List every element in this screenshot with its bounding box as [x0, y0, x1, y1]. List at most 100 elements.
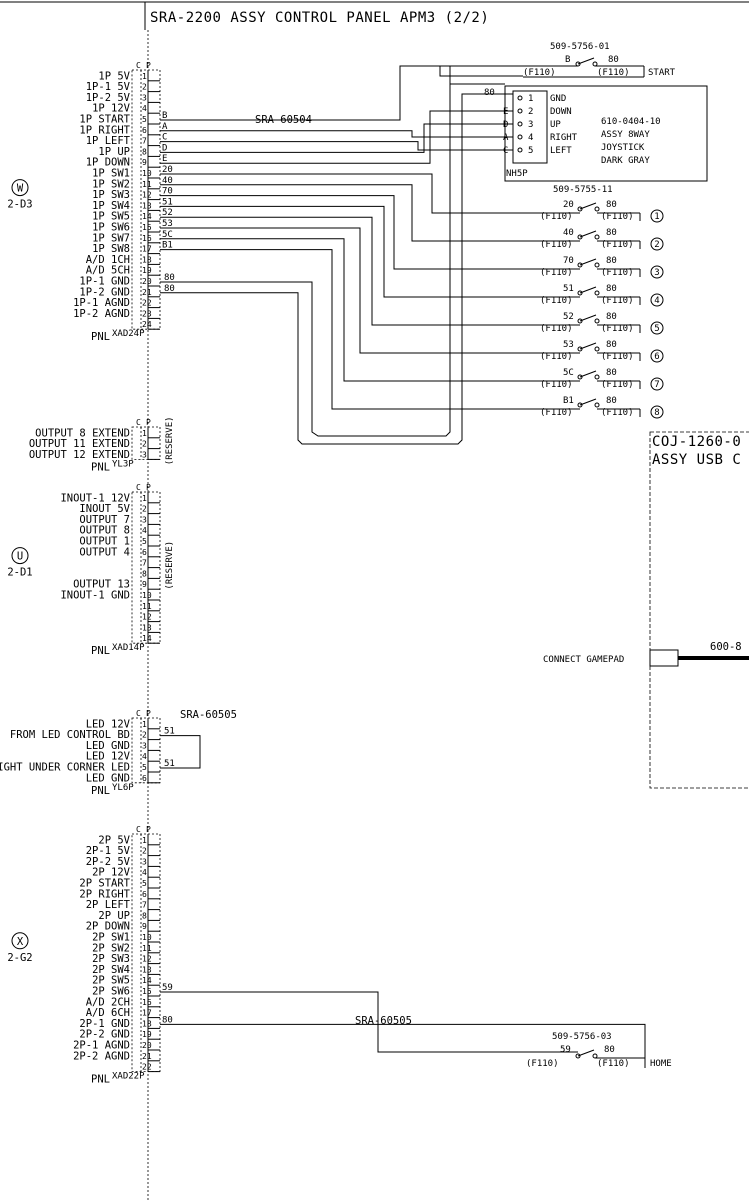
wire-start [160, 65, 523, 121]
connector-pin-number: 11 [142, 602, 152, 611]
connector-pin-number: 6 [142, 548, 147, 557]
connector-pin-label: 1P SW4 [92, 200, 130, 212]
connector-pin-label: OUTPUT 13 [73, 579, 130, 591]
connector-pin-number: 18 [142, 1019, 152, 1028]
connector-pin-number: 15 [142, 987, 152, 996]
sw-button-code: B1 [563, 396, 574, 406]
connector-pin-number: 3 [142, 515, 147, 524]
usb-assy-box [649, 431, 749, 789]
connector-pin-label: FROM LED CONTROL BD [10, 729, 130, 741]
connector-pin-label: OUTPUT 12 EXTEND [29, 449, 130, 461]
connector-pin-number: 22 [142, 1063, 152, 1072]
connector-pin-label: 1P SW3 [92, 189, 130, 201]
wire-gnd-2 [160, 93, 513, 445]
harness-label-sra-60504: SRA-60504 [255, 114, 312, 126]
connector-pin-number: 17 [142, 245, 152, 254]
wire-code-home-gnd: 80 [162, 1015, 173, 1025]
sw-button-contact-b [594, 402, 600, 408]
sw-button-term-a: (F110) [540, 296, 573, 306]
connector-ref-letter: U [17, 551, 23, 563]
connector-pin-label: 1P START [79, 114, 130, 126]
sw-button-number-circle [650, 265, 664, 279]
sw-button-lever [579, 258, 597, 266]
sw-button-term-b: (F110) [601, 268, 634, 278]
connector-pin-label: 1P SW1 [92, 168, 130, 180]
wire-left [160, 141, 513, 151]
sw-button-contact-b [594, 318, 600, 324]
connector-header-p: P [146, 825, 151, 834]
sw-button-code: 52 [563, 312, 574, 322]
joystick-desc-1: ASSY 8WAY [601, 130, 650, 140]
connector-pin-label: 1P-1 AGND [73, 297, 130, 309]
connector-pin-number: 5 [142, 115, 147, 124]
sw-button-number-circle [650, 209, 664, 223]
home-button-label: HOME [650, 1059, 672, 1069]
harness-label-sra-60505-2p: SRA-60505 [355, 1015, 412, 1027]
joystick-connector-box [512, 90, 548, 164]
wire-code-start: B [162, 111, 167, 121]
connector-pin-number: 9 [142, 922, 147, 931]
connector-pin-number: 22 [142, 299, 152, 308]
connector-pin-label: A/D 6CH [86, 1007, 130, 1019]
sw-button-code: 51 [563, 284, 574, 294]
home-button-term-b: (F110) [597, 1059, 630, 1069]
harness-label-sra-60505-led: SRA-60505 [180, 709, 237, 721]
connector-pin-label: 1P-2 GND [79, 286, 130, 298]
joystick-pin-signal: LEFT [550, 146, 572, 156]
connector-pin-number: 6 [142, 126, 147, 135]
joystick-desc-2: JOYSTICK [601, 143, 645, 153]
wire-sw-7 [160, 238, 530, 382]
connector-pin-label: 2P SW5 [92, 975, 130, 987]
joystick-pin-number: 4 [528, 133, 533, 143]
sw-button-lever [579, 314, 597, 322]
connector-header-p: P [146, 483, 151, 492]
sw-button-contact-b [594, 234, 600, 240]
connector-pin-label: LIGHT UNDER CORNER LED [0, 762, 130, 774]
connector-pin-number: 7 [142, 901, 147, 910]
connector-pin-label: 2P RIGHT [79, 888, 130, 900]
connector-note: (RESERVE) [165, 416, 175, 465]
connector-header-p: P [146, 709, 151, 718]
connector-pin-number: 12 [142, 191, 152, 200]
connector-pin-label: 2P SW3 [92, 953, 130, 965]
wire-code-led-2: 51 [164, 759, 175, 769]
sw-button-lever [579, 286, 597, 294]
sw-button-code: 40 [563, 228, 574, 238]
sw-button-number: 1 [654, 212, 659, 222]
connector-pin-number: 21 [142, 288, 152, 297]
connector-pin-label: 2P LEFT [86, 899, 131, 911]
sw-button-code: 5C [563, 368, 574, 378]
connector-ref-circle [11, 179, 29, 197]
connector-pin-number: 13 [142, 201, 152, 210]
connector-part: XAD24P [112, 329, 145, 339]
sw-button-contact-a [577, 402, 583, 408]
connector-pin-label: OUTPUT 11 EXTEND [29, 438, 130, 450]
sw-button-lever [579, 370, 597, 378]
connector-pin-label: 2P-2 GND [79, 1029, 130, 1041]
connector-pin-number: 1 [142, 72, 147, 81]
home-button-code-b: 80 [604, 1045, 615, 1055]
connector-pin-number: 4 [142, 526, 147, 535]
wire-home [160, 991, 578, 1053]
connector-pin-label: LED GND [86, 772, 130, 784]
connector-pin-label: 1P-2 AGND [73, 308, 130, 320]
sw-button-contact-b [594, 206, 600, 212]
connector-pin-label: A/D 2CH [86, 996, 130, 1008]
connector-pin-number: 10 [142, 933, 152, 942]
sw-button-gnd-code: 80 [606, 284, 617, 294]
sw-button-contact-a [577, 206, 583, 212]
connector-pin-label: OUTPUT 8 EXTEND [35, 427, 130, 439]
connector-pin-label: 2P-1 GND [79, 1018, 130, 1030]
start-button-label: START [648, 68, 676, 78]
connector-pin-label: 2P SW6 [92, 986, 130, 998]
connector-pin-number: 12 [142, 613, 152, 622]
connector-pin-number: 3 [142, 857, 147, 866]
usb-cable-label: 600-8 [710, 641, 742, 653]
connector-pin-label: A/D 1CH [86, 254, 130, 266]
